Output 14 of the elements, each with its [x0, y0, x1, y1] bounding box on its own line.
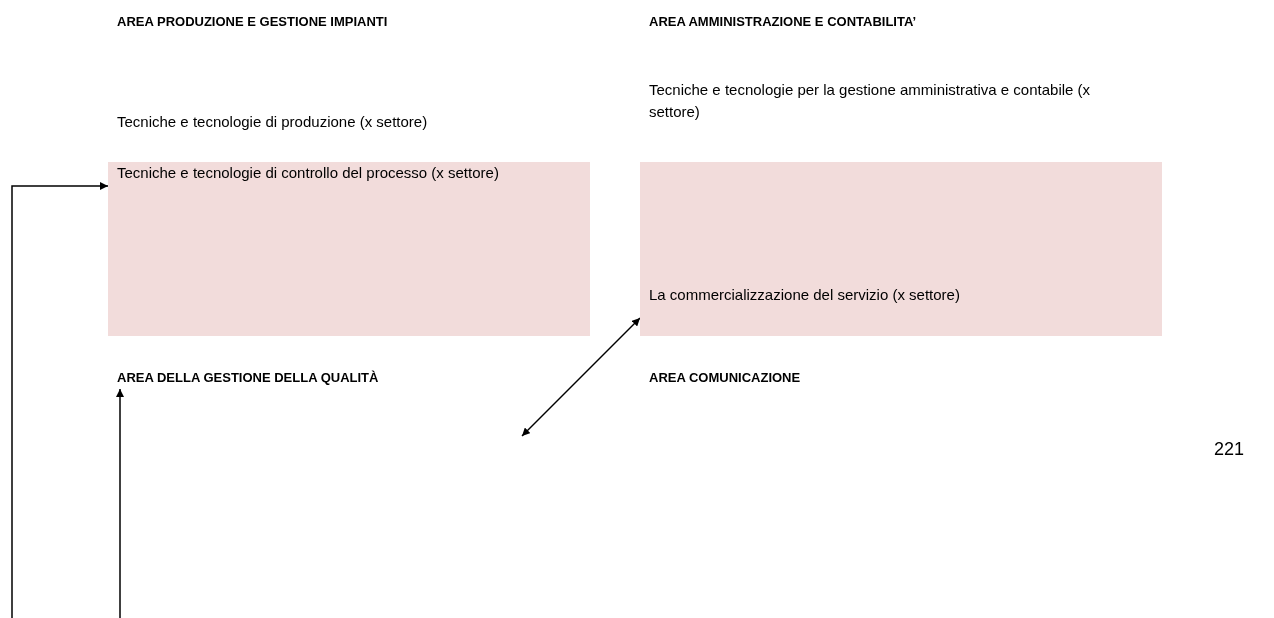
topic-text: La commercializzazione del servizio (x settore) [649, 286, 960, 303]
topic-text: Tecniche e tecnologie di produzione (x settore) [117, 112, 428, 132]
topic-text: Tecniche e tecnologie per la gestione amministrativa e contabile (x settore) [649, 80, 1092, 122]
section-heading: AREA DELLA GESTIONE DELLA QUALITÀ [117, 367, 379, 389]
section-heading: AREA AMMINISTRAZIONE E CONTABILITA’ [649, 13, 917, 31]
shaded-box [640, 162, 1162, 336]
arrow [521, 317, 641, 437]
arrow [11, 182, 109, 618]
arrow [116, 388, 124, 618]
shaded-box [108, 162, 590, 336]
topic-text: Tecniche e tecnologie di controllo del processo (x settore) [117, 164, 499, 181]
section-heading: AREA PRODUZIONE E GESTIONE IMPIANTI [117, 13, 388, 31]
page-number: 221 [1214, 438, 1245, 460]
section-heading: AREA COMUNICAZIONE [649, 369, 801, 387]
